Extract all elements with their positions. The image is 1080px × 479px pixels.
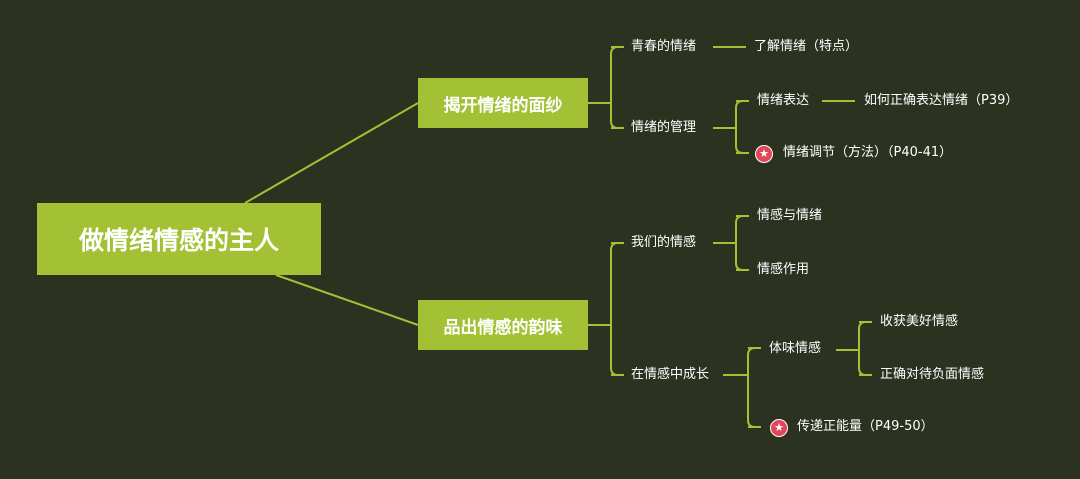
root-node[interactable]: 做情绪情感的主人 — [37, 203, 321, 275]
branch-node-unveil-emotions[interactable]: 揭开情绪的面纱 — [418, 78, 588, 128]
node-pass-positive-energy[interactable]: 传递正能量（P49-50） — [797, 419, 934, 434]
branch-node-savor-feelings[interactable]: 品出情感的韵味 — [418, 300, 588, 350]
node-handle-negative-feelings[interactable]: 正确对待负面情感 — [880, 367, 985, 382]
star-badge-icon: ★ — [755, 145, 773, 163]
node-grow-in-feelings[interactable]: 在情感中成长 — [631, 367, 710, 382]
node-emotion-expression[interactable]: 情绪表达 — [757, 93, 810, 108]
star-badge-icon: ★ — [770, 419, 788, 437]
node-feelings-and-emotions[interactable]: 情感与情绪 — [757, 208, 823, 223]
node-gain-good-feelings[interactable]: 收获美好情感 — [880, 314, 959, 329]
node-youth-emotions[interactable]: 青春的情绪 — [631, 39, 697, 54]
node-feelings-function[interactable]: 情感作用 — [757, 262, 810, 277]
node-understand-emotions[interactable]: 了解情绪（特点） — [754, 39, 859, 54]
node-experience-feelings[interactable]: 体味情感 — [769, 341, 822, 356]
node-our-feelings[interactable]: 我们的情感 — [631, 235, 697, 250]
node-emotion-management[interactable]: 情绪的管理 — [631, 120, 697, 135]
node-express-correctly[interactable]: 如何正确表达情绪（P39） — [864, 93, 1019, 108]
node-emotion-regulation[interactable]: 情绪调节（方法）（P40-41） — [783, 145, 953, 160]
